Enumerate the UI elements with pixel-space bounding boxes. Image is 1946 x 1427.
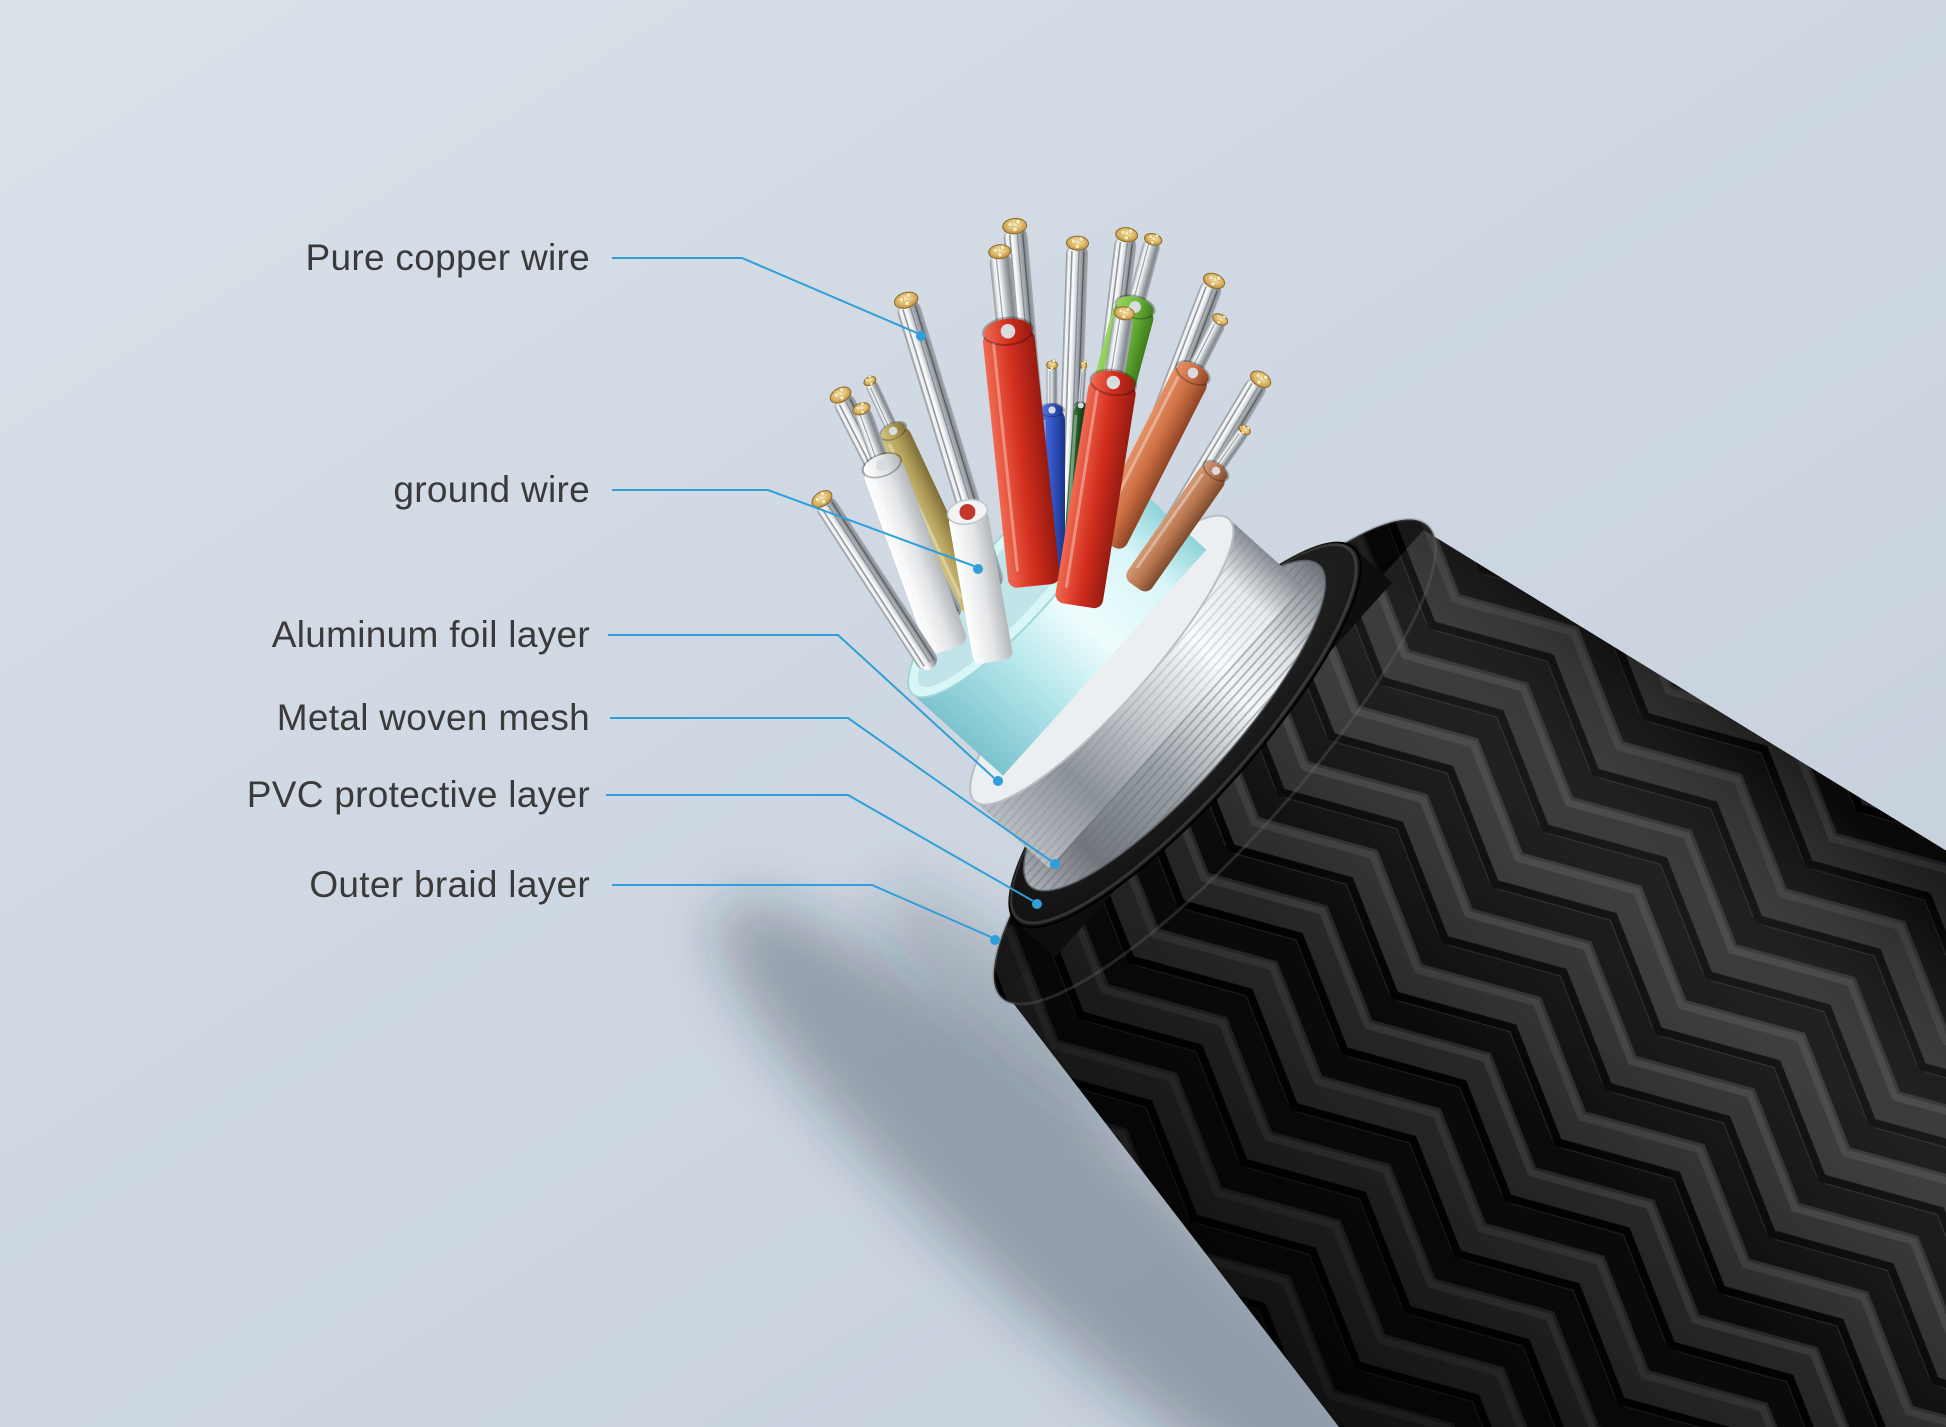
leader-line-ground-wire <box>612 489 975 567</box>
wire-silver <box>811 490 937 671</box>
wire-ground <box>946 498 1013 664</box>
leader-dot-pure-copper-wire <box>916 331 926 341</box>
wire-red <box>1055 306 1138 609</box>
wire-white <box>852 402 967 655</box>
cable-body <box>907 464 1946 1427</box>
leader-lines <box>606 257 1060 945</box>
leader-dot-pvc-layer <box>1032 899 1042 909</box>
outer-braid-layer <box>992 517 1946 1427</box>
wire-orange <box>1092 313 1229 549</box>
leader-line-pvc-layer <box>606 794 1034 902</box>
leader-dot-outer-braid <box>990 935 1000 945</box>
leader-line-outer-braid <box>612 884 992 938</box>
leader-dot-metal-mesh <box>1050 859 1060 869</box>
wire-red <box>982 244 1060 588</box>
wires-group <box>811 217 1272 671</box>
leader-line-metal-mesh <box>610 717 1052 862</box>
leader-line-pure-copper-wire <box>612 257 918 334</box>
wire-tan <box>1126 424 1251 592</box>
leader-dot-ground-wire <box>973 564 983 574</box>
leader-line-aluminum-foil <box>608 634 995 779</box>
leader-dot-aluminum-foil <box>993 776 1003 786</box>
